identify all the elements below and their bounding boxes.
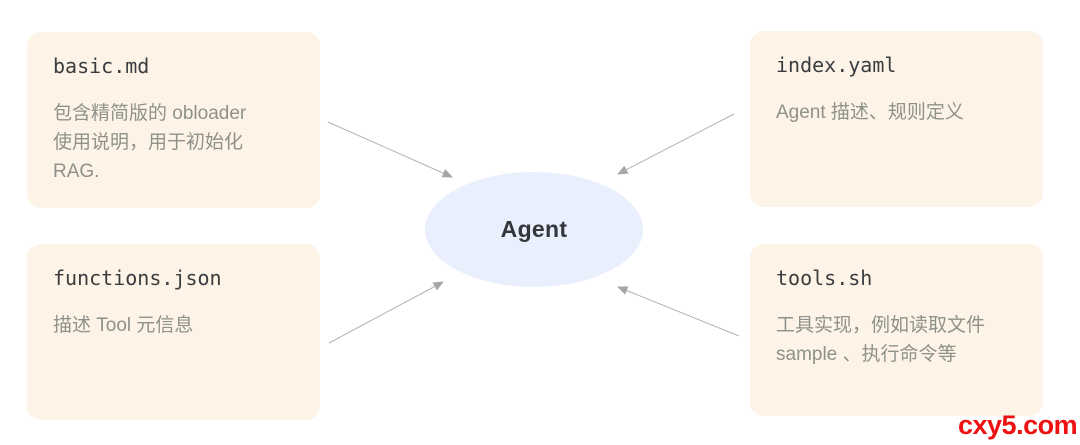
card-functions-json-description: 描述 Tool 元信息: [53, 315, 194, 336]
card-index-yaml-title: index.yaml: [776, 53, 897, 77]
arrow-basic-md-to-agent: [327, 121, 453, 178]
watermark-text: cxy5.com: [958, 410, 1078, 440]
agent-node: Agent: [425, 172, 643, 287]
card-index-yaml: index.yaml Agent 描述、规则定义: [750, 31, 1043, 207]
arrow-tools-sh-to-agent: [617, 286, 740, 337]
card-basic-md-title: basic.md: [53, 54, 150, 78]
card-tools-sh: tools.sh 工具实现，例如读取文件 sample 、执行命令等: [750, 244, 1043, 416]
agent-node-label: Agent: [500, 216, 568, 242]
card-tools-sh-description: 工具实现，例如读取文件 sample 、执行命令等: [776, 315, 986, 365]
card-functions-json-title: functions.json: [53, 266, 222, 290]
arrow-functions-json-to-agent: [328, 281, 444, 344]
card-index-yaml-description: Agent 描述、规则定义: [776, 102, 964, 123]
card-tools-sh-title: tools.sh: [776, 266, 873, 290]
card-basic-md-description: 包含精简版的 obloader 使用说明，用于初始化 RAG.: [53, 103, 247, 182]
card-basic-md: basic.md 包含精简版的 obloader 使用说明，用于初始化 RAG.: [27, 32, 320, 208]
arrow-index-yaml-to-agent: [617, 113, 735, 175]
card-functions-json: functions.json 描述 Tool 元信息: [27, 244, 320, 420]
